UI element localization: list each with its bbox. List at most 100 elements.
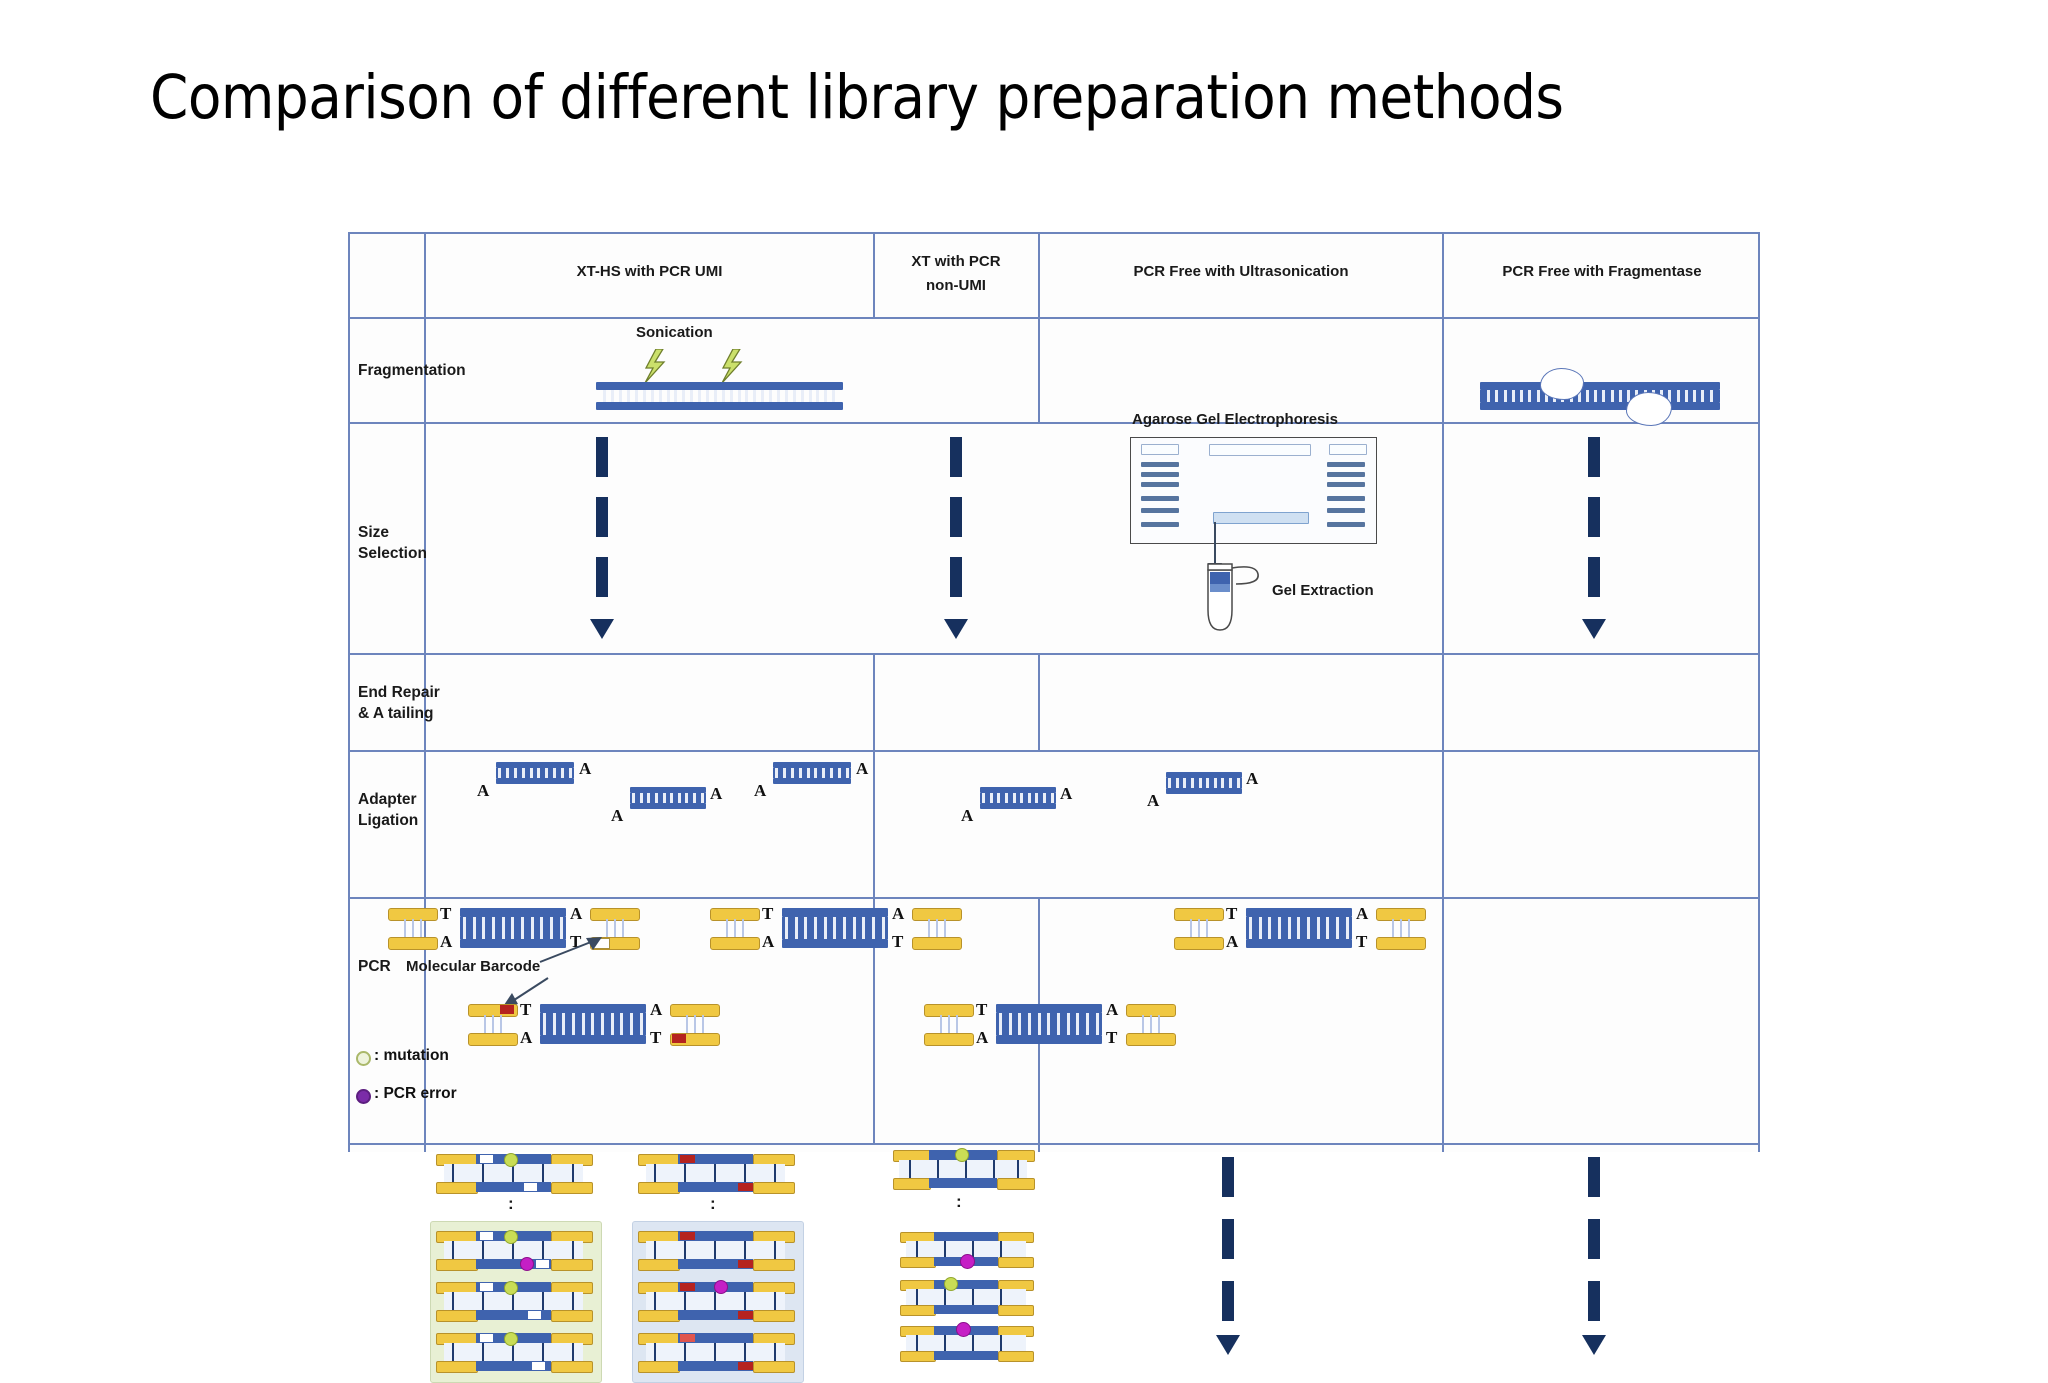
base-label-a: A <box>892 904 905 923</box>
table-border-top <box>348 232 1760 234</box>
mutation-dot <box>944 1277 958 1291</box>
legend-mutation-label: : mutation <box>374 1047 449 1064</box>
dna-fragment-endrepair <box>496 762 574 784</box>
row-label-size-selection-line2: Selection <box>358 545 427 562</box>
row-separator-pcr <box>348 1143 1760 1145</box>
column-header-xt-non-umi-line2: non-UMI <box>926 277 986 294</box>
pcr-error-dot <box>960 1254 975 1269</box>
row-label-adapter-ligation-line2: Ligation <box>358 812 419 829</box>
row-label-fragmentation: Fragmentation <box>358 362 466 379</box>
gel-extraction-arrow <box>1208 522 1222 575</box>
molecular-barcode-marker <box>500 1005 514 1014</box>
base-label-t: T <box>1106 1028 1118 1047</box>
pcr-error-dot <box>956 1322 971 1337</box>
sonication-label: Sonication <box>636 324 713 341</box>
legend-pcr-error-label: : PCR error <box>374 1085 457 1102</box>
base-label-a: A <box>754 781 767 800</box>
pcr-product <box>638 1280 795 1322</box>
fragmentase-enzyme-icon <box>1626 392 1672 426</box>
molecular-barcode-label: Molecular Barcode <box>406 958 541 975</box>
base-label-a: A <box>856 759 869 778</box>
base-label-a: A <box>440 932 453 951</box>
col-separator-3-upper <box>1038 232 1040 422</box>
row-label-pcr: PCR <box>358 958 391 975</box>
molecular-barcode-marker <box>672 1034 686 1043</box>
row-label-end-repair-line2: & A tailing <box>358 705 434 722</box>
dna-duplex-sonication <box>596 382 843 410</box>
base-label-t: T <box>762 904 774 923</box>
barcode-pointer-arrow-icon <box>539 937 602 963</box>
base-label-a: A <box>710 784 723 803</box>
col-separator-2-lower <box>873 653 875 1143</box>
mutation-dot <box>504 1332 518 1346</box>
column-header-xt-non-umi-line1: XT with PCR <box>911 253 1001 270</box>
pcr-product <box>436 1153 593 1194</box>
row-label-end-repair-line1: End Repair <box>358 684 440 701</box>
base-label-t: T <box>892 932 904 951</box>
molecular-barcode-marker <box>738 1183 753 1191</box>
pcr-product <box>900 1322 1034 1362</box>
col-separator-2-header <box>873 232 875 317</box>
flow-arrow-size-col5 <box>1582 437 1606 642</box>
pcr-error-circle-icon <box>356 1089 371 1104</box>
dna-duplex-fragmentase <box>1480 382 1720 410</box>
molecular-barcode-marker <box>680 1155 695 1163</box>
base-label-a: A <box>611 806 624 825</box>
base-label-t: T <box>650 1028 662 1047</box>
pcr-product <box>893 1148 1035 1190</box>
pcr-product <box>638 1154 795 1194</box>
gel-extraction-label: Gel Extraction <box>1272 582 1374 599</box>
table-border-left <box>348 232 350 1152</box>
mutation-dot <box>504 1230 518 1244</box>
pcr-product <box>436 1230 593 1271</box>
col-separator-3-mid <box>1038 653 1040 750</box>
agarose-gel-label: Agarose Gel Electrophoresis <box>1132 411 1338 428</box>
pcr-ellipsis: : <box>710 1194 716 1213</box>
row-separator-header <box>348 317 1760 319</box>
pcr-error-dot <box>520 1257 534 1271</box>
column-header-pcrfree-fragmentase: PCR Free with Fragmentase <box>1502 263 1702 280</box>
row-label-size-selection-line1: Size <box>358 524 390 541</box>
base-label-t: T <box>976 1000 988 1019</box>
lightning-bolt-icon <box>644 349 666 383</box>
pcr-product <box>436 1332 593 1373</box>
base-label-t: T <box>520 1000 532 1019</box>
col-separator-1 <box>424 232 426 1152</box>
flow-arrow-pcr-col5 <box>1582 1157 1606 1355</box>
row-separator-endrepair <box>348 750 1760 752</box>
mutation-dot <box>955 1148 969 1162</box>
target-gel-band <box>1213 512 1309 524</box>
pcr-error-dot <box>714 1280 728 1294</box>
mutation-dot <box>504 1281 518 1295</box>
column-header-xths-umi: XT-HS with PCR UMI <box>576 263 723 280</box>
row-label-adapter-ligation-line1: Adapter <box>358 791 417 808</box>
mutation-circle-icon <box>356 1051 371 1066</box>
pcr-product <box>900 1277 1034 1316</box>
base-label-a: A <box>1106 1000 1119 1019</box>
page-title: Comparison of different library preparat… <box>150 62 1564 133</box>
tube-icon <box>1207 563 1259 631</box>
row-separator-fragmentation <box>348 422 1760 424</box>
base-label-t: T <box>570 932 582 951</box>
base-label-a: A <box>961 806 974 825</box>
dna-fragment-endrepair <box>773 762 851 784</box>
base-label-a: A <box>976 1028 989 1047</box>
fragmentase-enzyme-icon <box>1540 368 1584 400</box>
pcr-product <box>638 1231 795 1271</box>
flow-arrow-size-col3 <box>944 437 968 642</box>
base-label-a: A <box>520 1028 533 1047</box>
base-label-a: A <box>570 904 583 923</box>
base-label-a: A <box>1246 769 1259 788</box>
base-label-a: A <box>1356 904 1369 923</box>
pcr-product <box>436 1281 593 1322</box>
base-label-a: A <box>650 1000 663 1019</box>
comparison-table: XT-HS with PCR UMI XT with PCR non-UMI P… <box>348 232 1760 1383</box>
base-label-a: A <box>579 759 592 778</box>
pcr-ellipsis: : <box>508 1194 514 1213</box>
column-header-pcrfree-ultrasonication: PCR Free with Ultrasonication <box>1133 263 1349 280</box>
pcr-ellipsis: : <box>956 1192 962 1211</box>
base-label-a: A <box>477 781 490 800</box>
mutation-dot <box>504 1153 518 1167</box>
pcr-product <box>638 1333 795 1373</box>
dna-fragment-endrepair <box>980 787 1056 809</box>
